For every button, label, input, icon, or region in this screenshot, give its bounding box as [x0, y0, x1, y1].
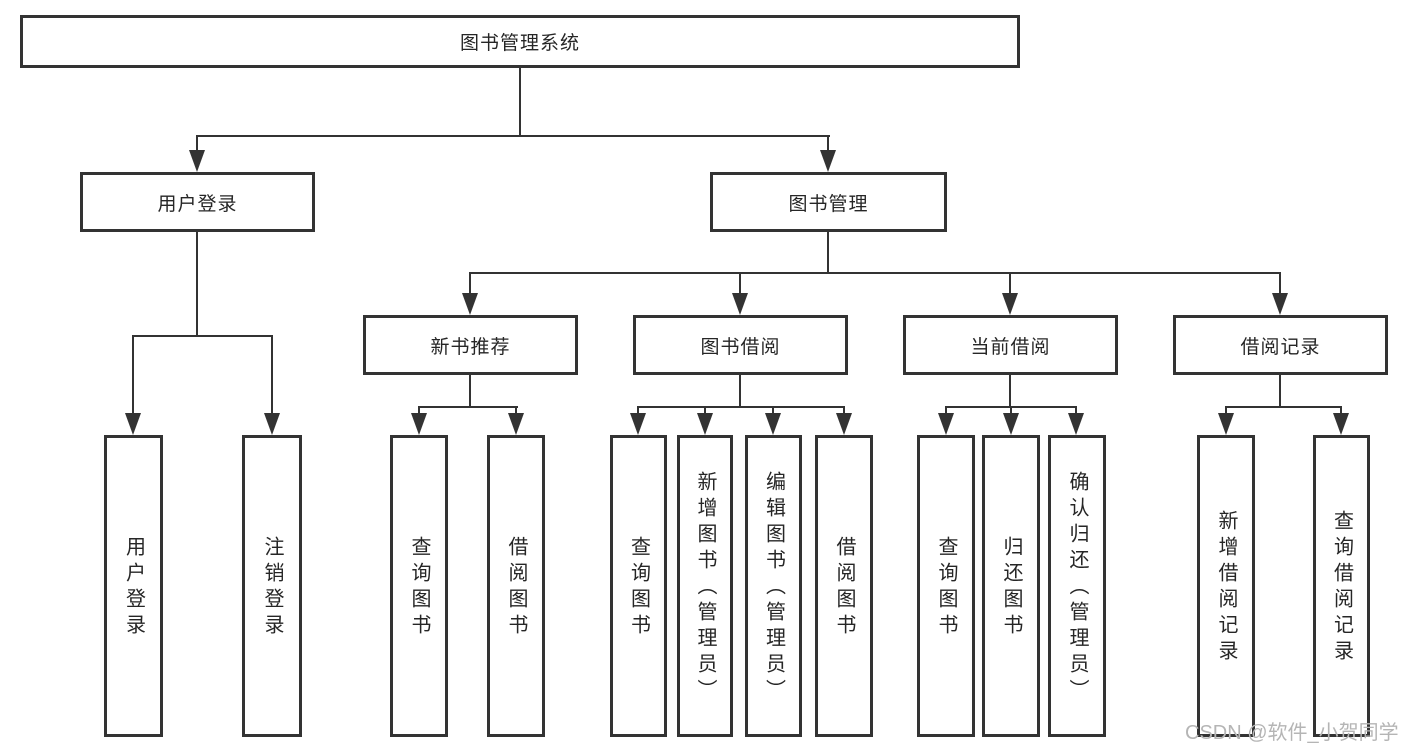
arrowhead-leaf-logout [264, 413, 280, 435]
arrowhead-cb-leaf3 [1068, 413, 1084, 435]
node-book-borrow: 图书借阅 [633, 315, 848, 375]
connector-leaf-login-stem [132, 335, 134, 414]
leaf-br-add-record: 新增借阅记录 [1197, 435, 1255, 737]
node-root: 图书管理系统 [20, 15, 1020, 68]
leaf-cb-query-book: 查询图书 [917, 435, 975, 737]
node-new-book-recommend: 新书推荐 [363, 315, 578, 375]
arrowhead-bb-leaf3 [765, 413, 781, 435]
connector-new-book-down [469, 375, 471, 406]
connector-book-borrow-down [739, 375, 741, 406]
node-borrow-records: 借阅记录 [1173, 315, 1388, 375]
connector-current-borrow-stem [1009, 272, 1011, 294]
connector-br-leaf1-stem [1225, 406, 1227, 415]
connector-user-login-bus [132, 335, 273, 337]
arrowhead-nb-leaf1 [411, 413, 427, 435]
leaf-nb-borrow-book: 借阅图书 [487, 435, 545, 737]
arrowhead-bb-leaf4 [836, 413, 852, 435]
node-user-login: 用户登录 [80, 172, 315, 232]
connector-bb-leaf1-stem [637, 406, 639, 415]
leaf-cb-confirm-return-admin: 确认归还（管理员） [1048, 435, 1106, 737]
csdn-watermark: CSDN @软件_小贺同学 [1185, 722, 1399, 744]
connector-book-management-bus [469, 272, 1281, 274]
arrowhead-current-borrow [1002, 293, 1018, 315]
arrowhead-borrow-records [1272, 293, 1288, 315]
connector-bb-leaf3-stem [772, 406, 774, 415]
connector-root-stem [519, 68, 521, 135]
leaf-nb-query-book: 查询图书 [390, 435, 448, 737]
node-book-management: 图书管理 [710, 172, 947, 232]
arrowhead-bb-leaf1 [630, 413, 646, 435]
connector-leaf-logout-stem [271, 335, 273, 414]
leaf-bb-borrow-book: 借阅图书 [815, 435, 873, 737]
arrowhead-book-borrow [732, 293, 748, 315]
connector-bb-leaf4-stem [843, 406, 845, 415]
leaf-cb-return-book: 归还图书 [982, 435, 1040, 737]
leaf-user-login: 用户登录 [104, 435, 163, 737]
connector-br-leaf2-stem [1340, 406, 1342, 415]
connector-new-book-stem [469, 272, 471, 294]
connector-book-borrow-stem [739, 272, 741, 294]
connector-borrow-records-bus [1225, 406, 1342, 408]
arrowhead-bb-leaf2 [697, 413, 713, 435]
connector-cb-leaf2-stem [1010, 406, 1012, 415]
connector-nb-leaf2-stem [515, 406, 517, 415]
arrowhead-br-leaf2 [1333, 413, 1349, 435]
arrowhead-br-leaf1 [1218, 413, 1234, 435]
connector-current-borrow-down [1009, 375, 1011, 406]
connector-cb-leaf3-stem [1075, 406, 1077, 415]
arrowhead-user-login [189, 150, 205, 172]
connector-book-borrow-bus [637, 406, 845, 408]
connector-book-management-down [827, 232, 829, 272]
arrowhead-cb-leaf2 [1003, 413, 1019, 435]
connector-user-login-down [196, 232, 198, 336]
connector-root-bus [196, 135, 830, 137]
connector-book-management-stem [827, 135, 829, 151]
leaf-bb-add-book-admin: 新增图书（管理员） [677, 435, 733, 737]
arrowhead-nb-leaf2 [508, 413, 524, 435]
connector-user-login-stem [196, 135, 198, 151]
leaf-br-query-record: 查询借阅记录 [1313, 435, 1370, 737]
leaf-bb-edit-book-admin: 编辑图书（管理员） [745, 435, 802, 737]
arrowhead-cb-leaf1 [938, 413, 954, 435]
connector-new-book-bus [418, 406, 518, 408]
node-current-borrow: 当前借阅 [903, 315, 1118, 375]
arrowhead-new-book [462, 293, 478, 315]
connector-borrow-records-stem [1279, 272, 1281, 294]
arrowhead-book-management [820, 150, 836, 172]
arrowhead-leaf-login [125, 413, 141, 435]
leaf-bb-query-book: 查询图书 [610, 435, 667, 737]
connector-bb-leaf2-stem [704, 406, 706, 415]
leaf-logout: 注销登录 [242, 435, 302, 737]
connector-nb-leaf1-stem [418, 406, 420, 415]
connector-borrow-records-down [1279, 375, 1281, 406]
connector-cb-leaf1-stem [945, 406, 947, 415]
